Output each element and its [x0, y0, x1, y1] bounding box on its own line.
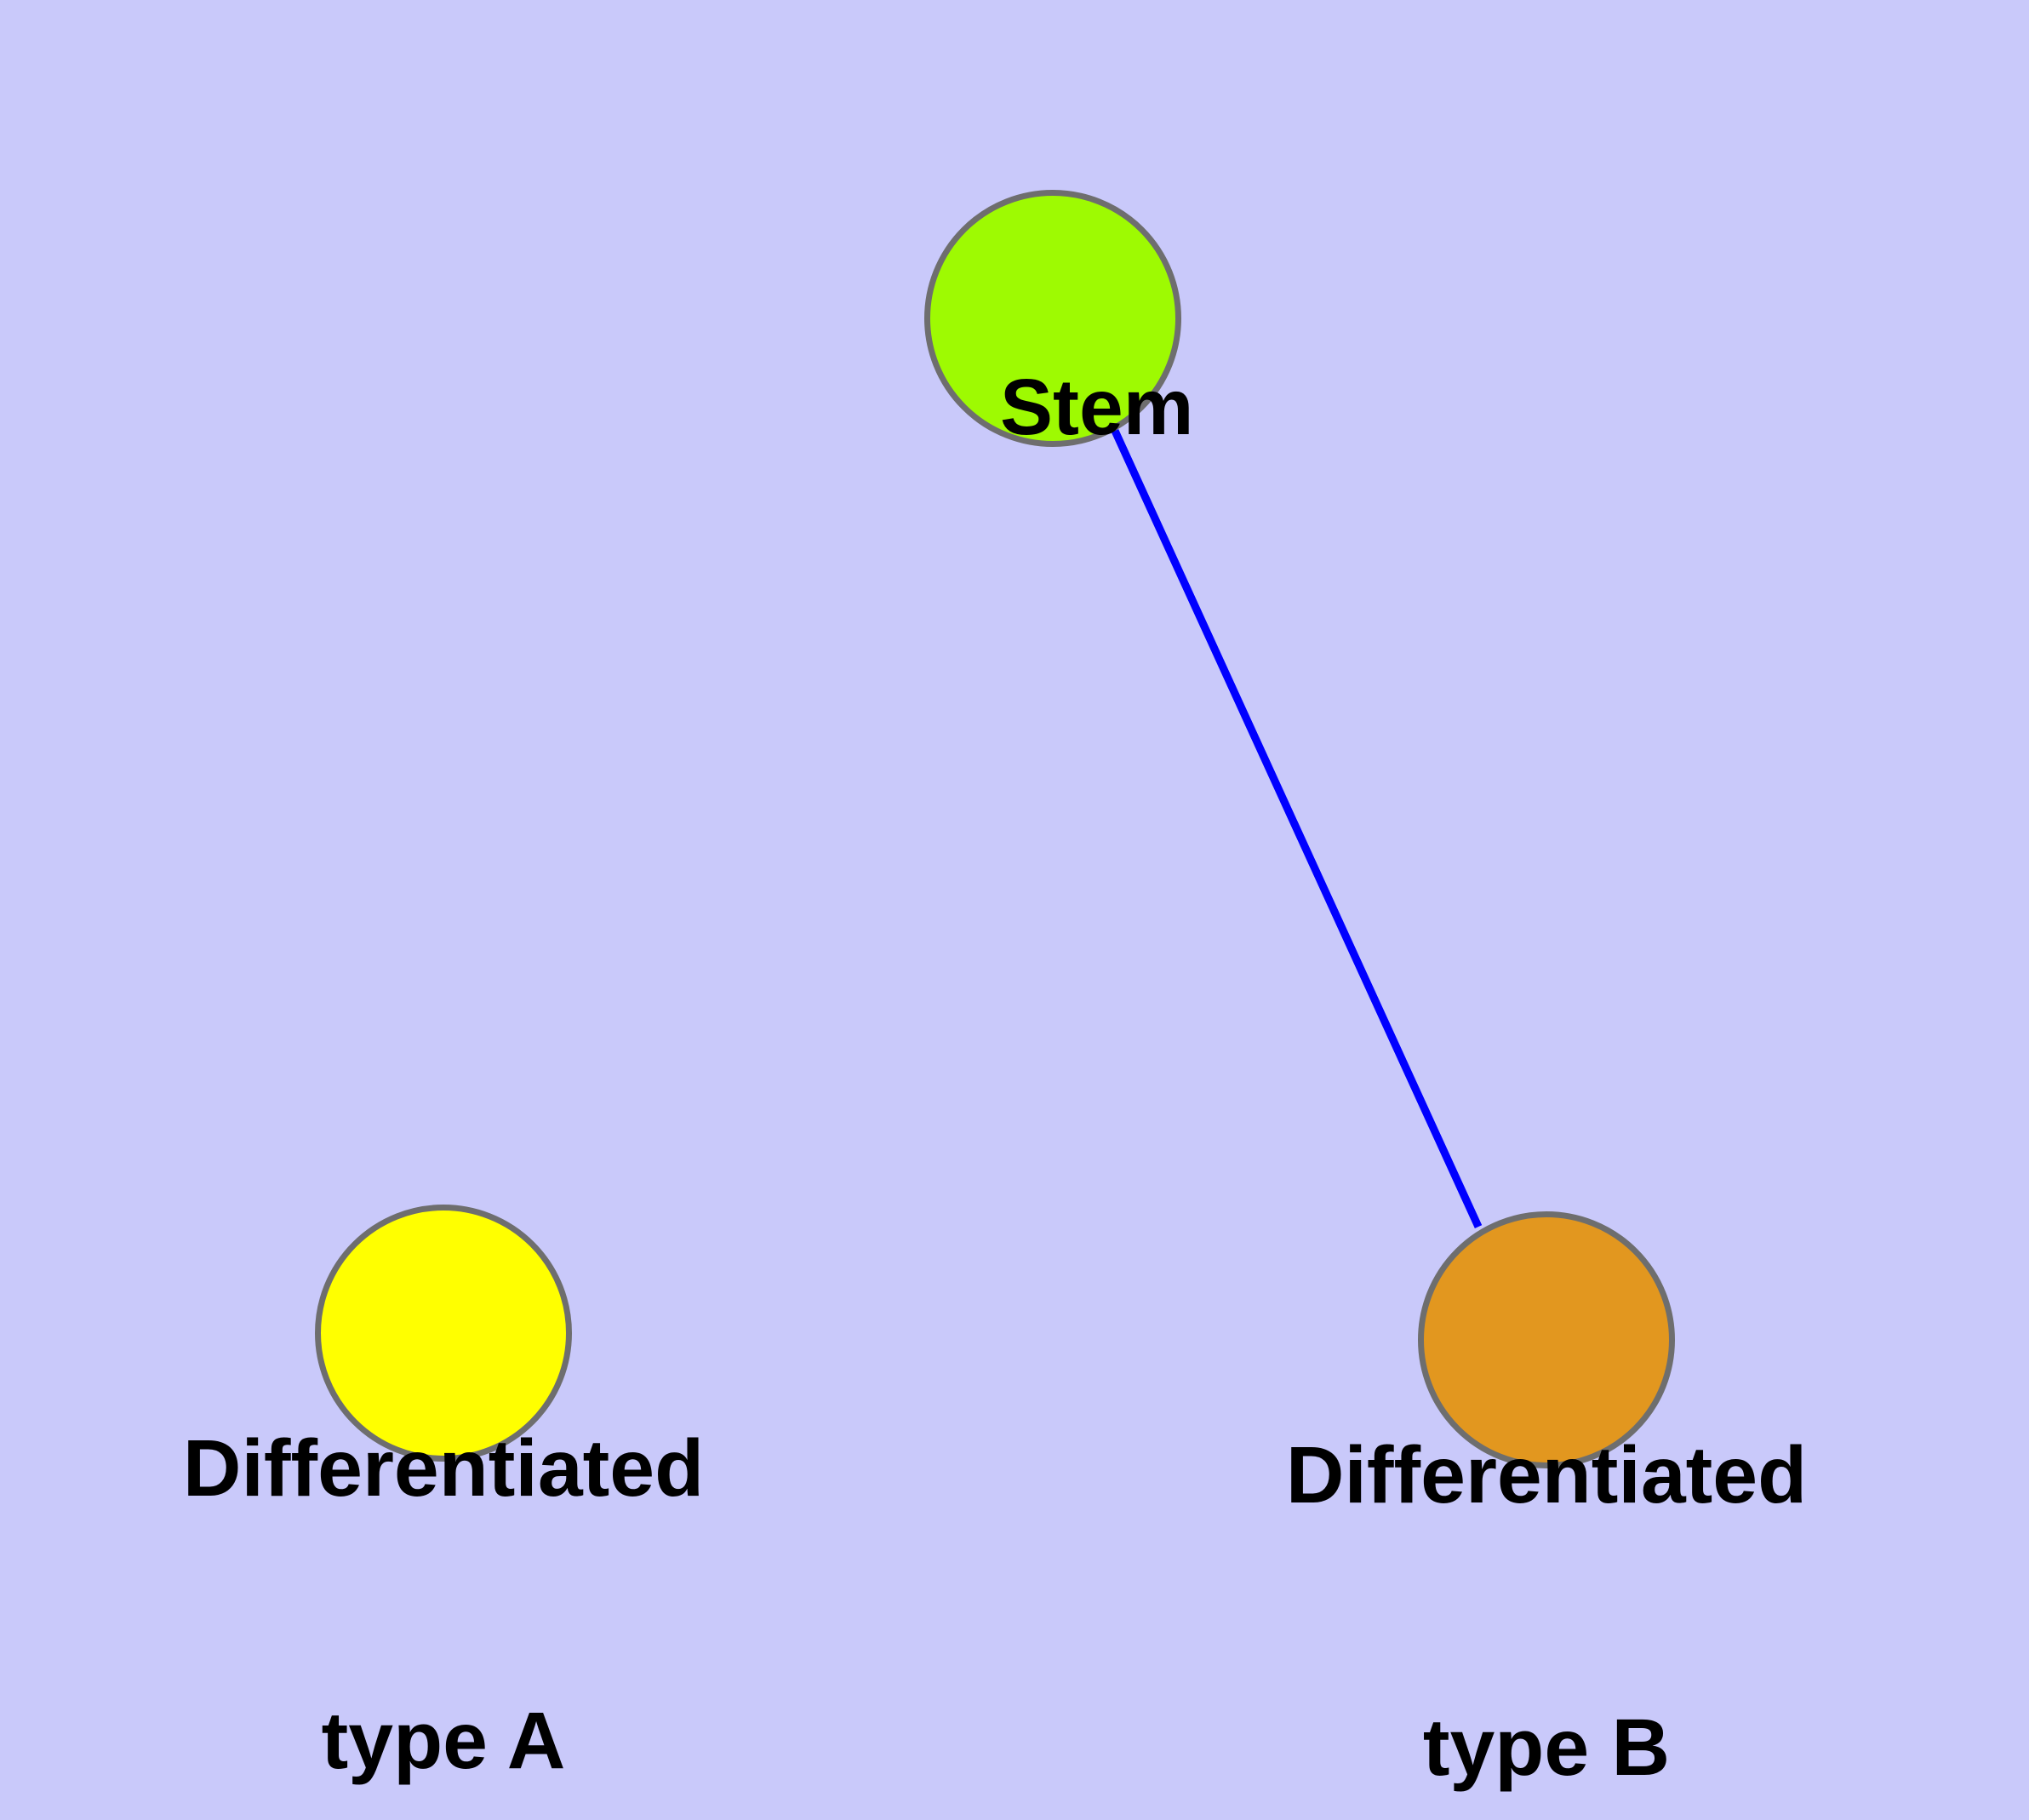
- edge-stem-to-differentiated-type-b[interactable]: [1111, 429, 1483, 1228]
- node-differentiated-type-a[interactable]: [315, 1205, 572, 1462]
- node-stem[interactable]: [924, 190, 1181, 447]
- node-differentiated-type-b[interactable]: [1418, 1211, 1675, 1468]
- node-layer: [315, 190, 1675, 1468]
- edge-layer: [1111, 429, 1483, 1228]
